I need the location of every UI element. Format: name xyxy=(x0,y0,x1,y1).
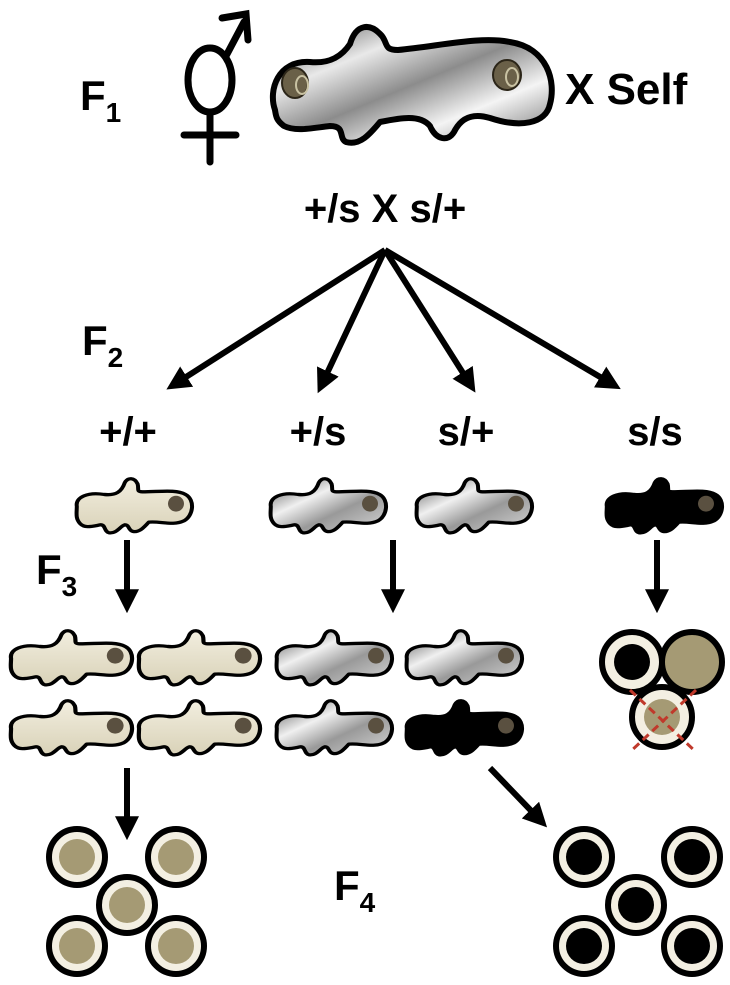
genotype-wt: +/+ xyxy=(99,410,157,454)
cross-label: X Self xyxy=(565,65,688,114)
f3-fish-wt xyxy=(139,631,260,685)
genotype-mutant: s/s xyxy=(627,410,683,454)
reject-x-icon xyxy=(628,688,698,754)
f2-arrows xyxy=(166,247,621,394)
f3-fish-wt xyxy=(11,701,132,755)
arrow-to-het-b xyxy=(382,248,476,393)
egg-mutant xyxy=(566,928,602,964)
f3-arrows xyxy=(115,540,669,614)
egg-mutant xyxy=(618,887,654,923)
f1-parent-fish xyxy=(269,24,555,146)
arrow-f4-mutant xyxy=(487,765,548,828)
egg-wildtype xyxy=(109,887,145,923)
egg-wildtype xyxy=(158,928,194,964)
f4-wt-eggs xyxy=(46,826,207,977)
f3-mutant-eggs xyxy=(599,629,725,754)
egg-mutant xyxy=(566,839,602,875)
egg-mutant xyxy=(674,839,710,875)
f3-fish-mutant xyxy=(407,701,523,755)
egg-wildtype xyxy=(659,629,725,695)
parent-genotype: +/s X s/+ xyxy=(304,187,466,231)
genotype-het-b: s/+ xyxy=(438,410,495,454)
egg-wildtype xyxy=(59,928,95,964)
egg-mutant xyxy=(614,644,650,680)
f3-fish-het xyxy=(277,701,393,755)
f1-label: F1 xyxy=(80,72,121,128)
f2-fish-het-b xyxy=(417,479,533,533)
f3-fish-het xyxy=(407,631,523,685)
f2-fish-wt xyxy=(77,479,193,533)
egg-wildtype xyxy=(59,839,95,875)
egg-mutant xyxy=(674,928,710,964)
genotype-het-a: +/s xyxy=(290,410,347,454)
f4-label: F4 xyxy=(334,862,376,918)
f3-fish-het xyxy=(277,631,393,685)
arrow-to-het-a xyxy=(317,248,388,394)
f2-fish-het-a xyxy=(271,479,387,533)
f4-arrows xyxy=(115,765,548,841)
f3-fish-wt xyxy=(11,631,132,685)
egg-wildtype xyxy=(644,699,680,735)
f3-label: F3 xyxy=(36,546,77,602)
arrow-to-wt xyxy=(166,247,387,390)
arrow-to-mutant xyxy=(383,247,621,390)
egg-wildtype xyxy=(158,839,194,875)
f2-label: F2 xyxy=(82,317,123,373)
f2-fish-mutant xyxy=(607,479,723,533)
f4-mutant-eggs xyxy=(553,826,723,977)
f3-fish-wt xyxy=(139,701,260,755)
hermaphrodite-symbol xyxy=(180,9,252,166)
